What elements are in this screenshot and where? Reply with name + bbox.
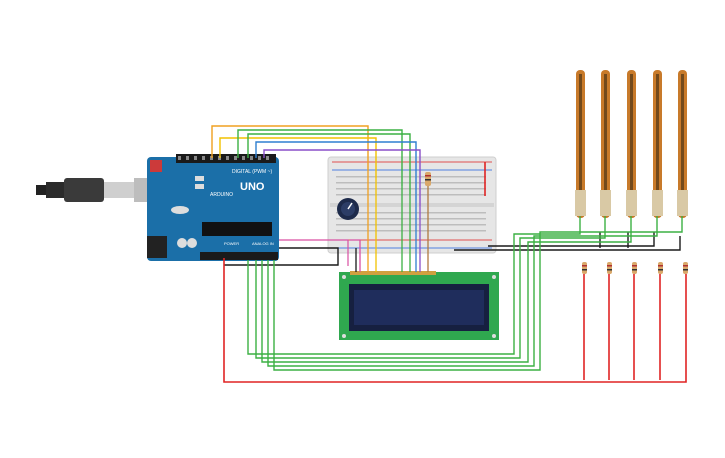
breadboard-resistor[interactable] bbox=[425, 172, 431, 186]
arduino-logo-text: ARDUINO bbox=[210, 192, 233, 198]
flex-sensors bbox=[575, 70, 688, 218]
arduino-uno-board[interactable]: DIGITAL (PWM ~) UNO ARDUINO POWER ANALOG… bbox=[147, 154, 279, 261]
arduino-digital-label: DIGITAL (PWM ~) bbox=[232, 169, 272, 175]
analog-wires bbox=[247, 216, 683, 371]
flex-sensor-1[interactable] bbox=[575, 70, 586, 218]
flex-sensor-2[interactable] bbox=[600, 70, 611, 218]
pink-wire bbox=[279, 239, 349, 266]
flex-sensor-4[interactable] bbox=[652, 70, 663, 218]
sensor-resistor-1[interactable] bbox=[582, 262, 587, 274]
sensor-resistor-3[interactable] bbox=[632, 262, 637, 274]
lcd-wires bbox=[350, 170, 429, 272]
sensor-resistor-2[interactable] bbox=[607, 262, 612, 274]
power-wires bbox=[223, 162, 687, 383]
breadboard[interactable] bbox=[327, 156, 497, 254]
arduino-analog-label: ANALOG IN bbox=[252, 241, 274, 246]
sensor-resistor-5[interactable] bbox=[683, 262, 688, 274]
sensor-resistors bbox=[582, 262, 688, 274]
arduino-power-label: POWER bbox=[224, 241, 239, 246]
arduino-uno-label: UNO bbox=[240, 181, 265, 193]
top-wires bbox=[211, 125, 421, 206]
potentiometer[interactable] bbox=[337, 198, 359, 220]
usb-cable bbox=[36, 178, 148, 202]
lcd-16x2[interactable] bbox=[339, 271, 499, 340]
flex-sensor-3[interactable] bbox=[626, 70, 637, 218]
sensor-resistor-4[interactable] bbox=[658, 262, 663, 274]
flex-sensor-5[interactable] bbox=[677, 70, 688, 218]
